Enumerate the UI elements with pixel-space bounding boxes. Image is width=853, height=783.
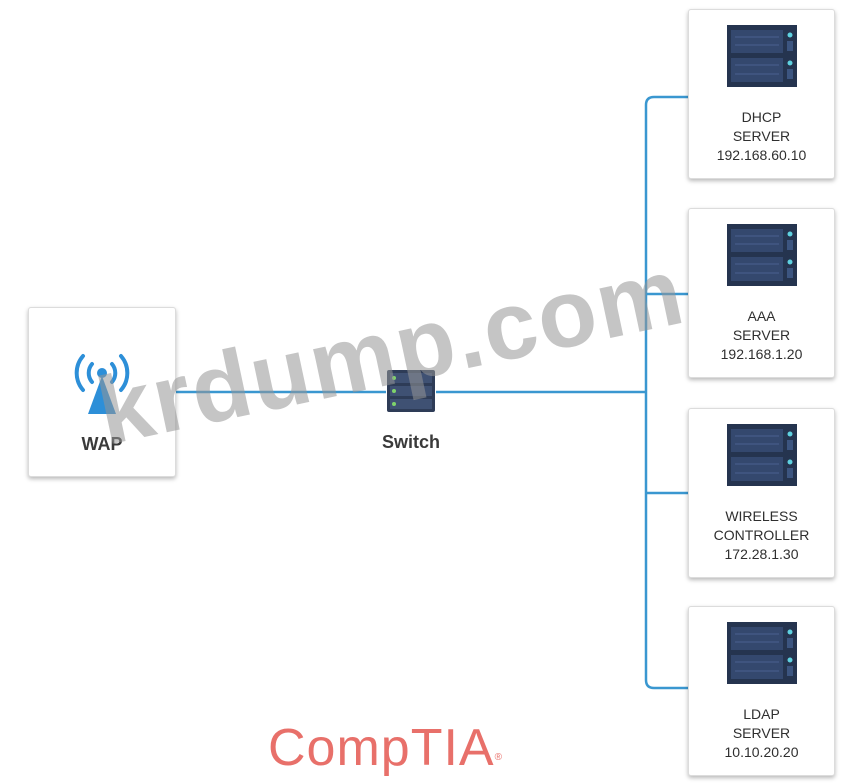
server-node-wireless-controller[interactable]: WIRELESS CONTROLLER 172.28.1.30 [688, 408, 835, 578]
server-label: DHCP SERVER 192.168.60.10 [716, 109, 807, 163]
server-label: LDAP SERVER 10.10.20.20 [724, 706, 799, 760]
wap-node[interactable]: WAP [28, 307, 176, 477]
server-icon [727, 224, 797, 286]
server-label: AAA SERVER 192.168.1.20 [720, 308, 803, 362]
wap-label: WAP [81, 434, 123, 454]
server-node-dhcp[interactable]: DHCP SERVER 192.168.60.10 [688, 9, 835, 179]
wireless-access-point-icon [74, 354, 130, 414]
link-bus [644, 95, 688, 690]
server-icon [727, 622, 797, 684]
server-icon [727, 424, 797, 486]
switch-icon[interactable] [386, 369, 436, 413]
server-node-ldap[interactable]: LDAP SERVER 10.10.20.20 [688, 606, 835, 776]
switch-label: Switch [381, 432, 440, 452]
server-label: WIRELESS CONTROLLER 172.28.1.30 [713, 508, 810, 562]
server-node-aaa[interactable]: AAA SERVER 192.168.1.20 [688, 208, 835, 378]
comptia-logo: CompTIA® [268, 719, 503, 777]
server-icon [727, 25, 797, 87]
